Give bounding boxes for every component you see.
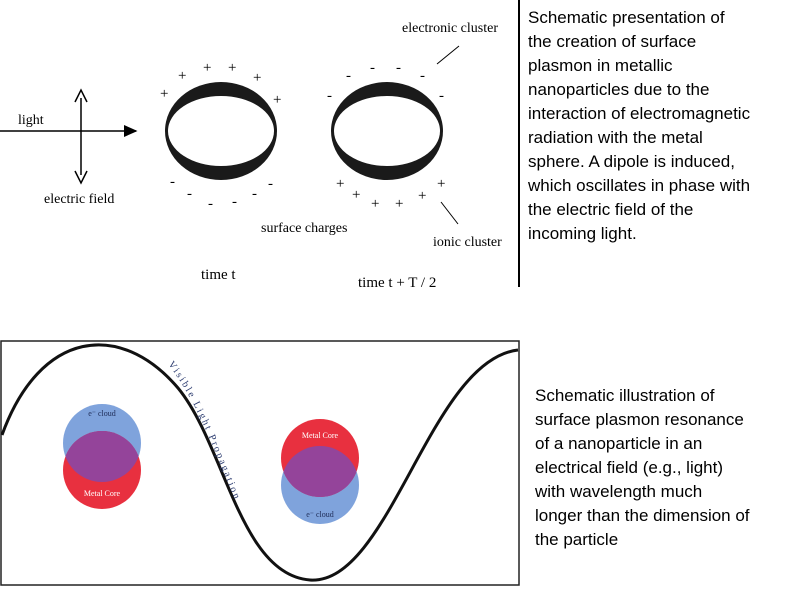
metal-core-label-right: Metal Core — [302, 431, 339, 440]
light-label: light — [18, 113, 44, 128]
charge-minus: - — [327, 88, 332, 104]
ionic-cluster-pointer — [440, 201, 459, 225]
electric-field-arrow-head-down — [74, 170, 88, 185]
charge-plus: + — [352, 187, 360, 203]
charge-minus: - — [439, 88, 444, 104]
charge-plus: + — [160, 86, 168, 102]
overlap-left — [63, 431, 141, 482]
charge-plus: + — [273, 92, 281, 108]
electric-field-label: electric field — [44, 192, 114, 207]
charge-plus: + — [437, 176, 445, 192]
surface-plasmon-dipole-figure: light electric field + + + + + + - - - -… — [0, 0, 520, 290]
charge-plus: + — [336, 176, 344, 192]
top-caption: Schematic presentation of the creation o… — [528, 8, 751, 243]
charge-plus: + — [418, 188, 426, 204]
charge-plus: + — [228, 60, 236, 76]
surface-plasmon-resonance-figure: Visible Light Propagation e⁻ cloud Metal… — [0, 340, 520, 586]
electron-cloud-label-right: e⁻ cloud — [306, 510, 334, 519]
sphere-time-t — [165, 82, 277, 180]
time-t-half-label: time t + T / 2 — [358, 275, 436, 290]
overlap-right — [281, 446, 359, 497]
charge-minus: - — [170, 174, 175, 190]
charge-plus: + — [253, 70, 261, 86]
charge-minus: - — [232, 194, 237, 210]
charge-minus: - — [396, 60, 401, 76]
nanoparticle-left: e⁻ cloud Metal Core — [63, 404, 141, 509]
sphere-time-t-half — [331, 82, 443, 180]
charge-plus: + — [371, 196, 379, 212]
metal-core-label-left: Metal Core — [84, 489, 121, 498]
charge-minus: - — [187, 186, 192, 202]
bottom-caption: Schematic illustration of surface plasmo… — [535, 386, 750, 549]
time-t-label: time t — [201, 267, 236, 283]
charge-plus: + — [178, 68, 186, 84]
light-wave — [0, 343, 519, 582]
charge-minus: - — [420, 68, 425, 84]
charge-minus: - — [208, 196, 213, 212]
electric-field-arrow-head-up — [74, 88, 88, 103]
charge-minus: - — [346, 68, 351, 84]
electronic-cluster-pointer — [436, 45, 460, 65]
charge-minus: - — [370, 60, 375, 76]
charge-plus: + — [203, 60, 211, 76]
charge-minus: - — [252, 186, 257, 202]
charge-plus: + — [395, 196, 403, 212]
surface-charges-label: surface charges — [261, 221, 347, 236]
ionic-cluster-label: ionic cluster — [433, 235, 502, 250]
electronic-cluster-label: electronic cluster — [402, 21, 498, 36]
nanoparticle-right: Metal Core e⁻ cloud — [281, 419, 359, 524]
charge-minus: - — [268, 176, 273, 192]
electron-cloud-label-left: e⁻ cloud — [88, 409, 116, 418]
